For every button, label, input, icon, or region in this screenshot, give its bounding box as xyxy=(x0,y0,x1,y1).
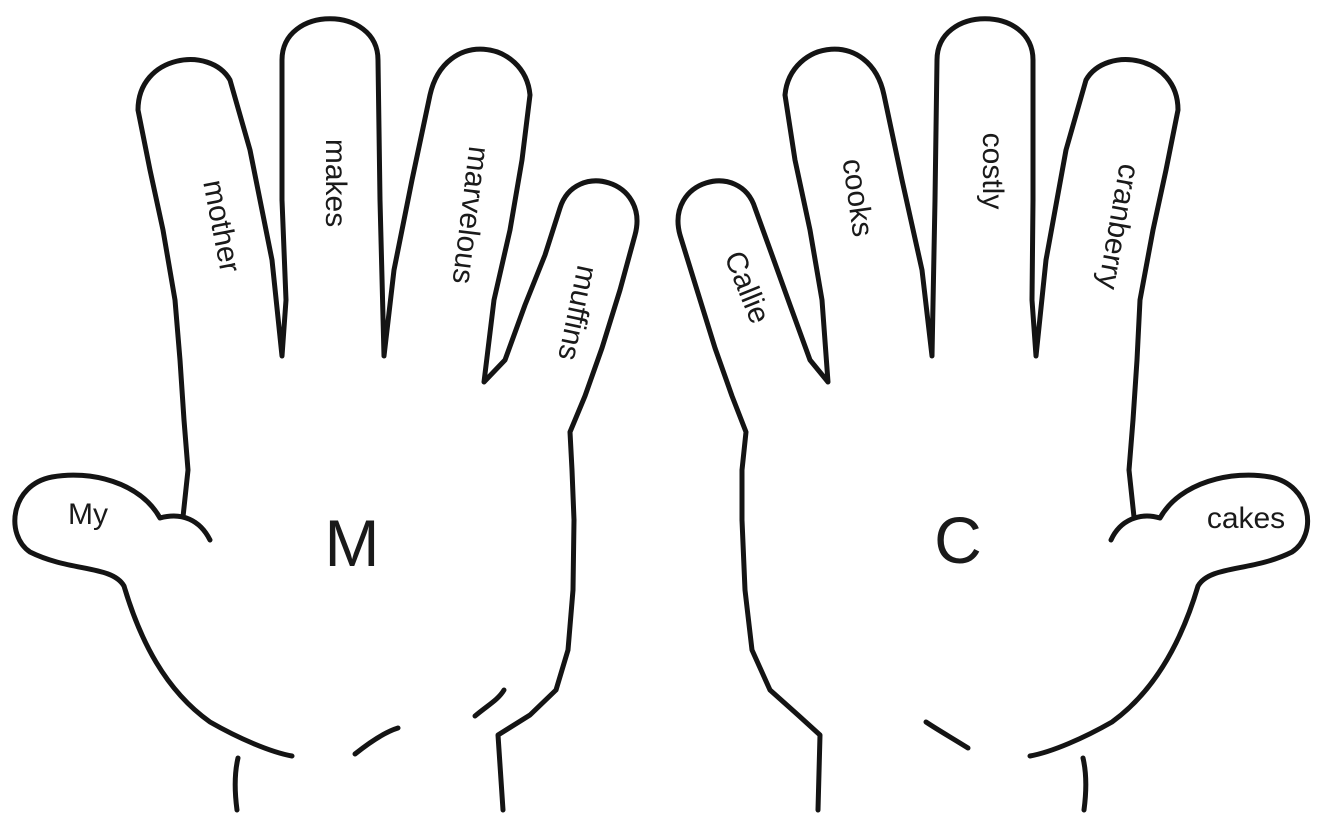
left-finger-word-1: mother xyxy=(196,177,246,275)
left-hand-letter: M xyxy=(325,506,380,580)
left-thumb-outline xyxy=(15,475,292,756)
left-wrist-line xyxy=(235,758,238,810)
right-finger-word-3: costly xyxy=(976,133,1009,210)
left-hand: My mother makes marvelous muffins M xyxy=(15,19,637,810)
right-finger-word-2: cooks xyxy=(836,157,880,239)
left-thumb-word: My xyxy=(68,498,108,531)
right-palm-crease xyxy=(926,722,968,748)
left-palm-crease xyxy=(355,728,398,754)
right-hand-outline xyxy=(678,19,1178,810)
right-thumb-word: cakes xyxy=(1207,502,1285,535)
right-finger-word-4: cranberry xyxy=(1091,161,1146,292)
left-finger-word-3: marvelous xyxy=(446,144,496,285)
left-finger-word-2: makes xyxy=(319,139,352,227)
right-hand: cakes Callie cooks costly cranberry C xyxy=(678,19,1308,810)
right-finger-word-1: Callie xyxy=(717,246,776,328)
right-wrist-line xyxy=(1083,758,1086,810)
right-hand-letter: C xyxy=(934,503,982,577)
left-palm-crease-right xyxy=(475,690,504,716)
left-finger-word-4: muffins xyxy=(551,263,603,364)
left-hand-outline xyxy=(138,19,637,810)
